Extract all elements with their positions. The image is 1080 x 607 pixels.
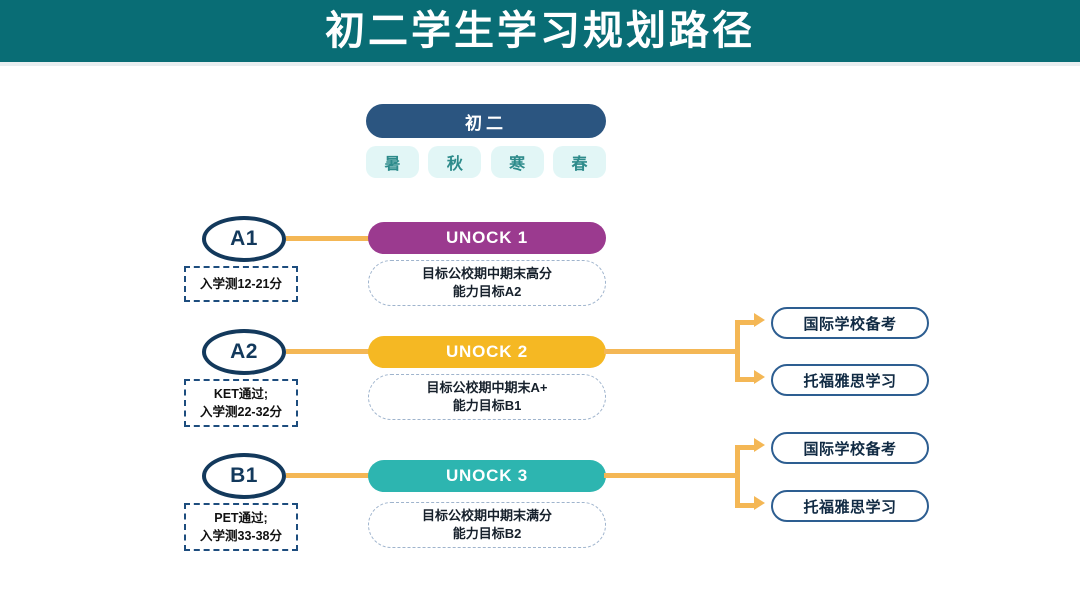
requirement-line: 入学测12-21分 [200,276,282,291]
season-chip-spring: 春 [552,146,606,178]
connector-unock3-branch-bottom [735,503,757,508]
arrow-icon-unock3-top [754,438,765,452]
arrow-icon-unock2-top [754,313,765,327]
season-chip-autumn: 秋 [428,146,482,178]
requirement-box-a2: KET通过; 入学测22-32分 [184,379,298,427]
goal-line-1: 目标公校期中期末高分 [421,266,552,282]
goal-line-1: 目标公校期中期末满分 [421,508,552,524]
arrow-icon-unock2-bottom [754,370,765,384]
season-chip-winter: 寒 [490,146,544,178]
season-row: 暑 秋 寒 春 [366,146,606,178]
requirement-box-a1: 入学测12-21分 [184,266,298,302]
connector-unock2-trunk [604,349,740,354]
requirement-line: KET通过; [213,386,269,401]
outcome-pill-toefl-ielts-a2[interactable]: 托福雅思学习 [771,364,929,396]
connector-unock3-branch-top [735,445,757,450]
outcome-pill-intl-school-b1[interactable]: 国际学校备考 [771,432,929,464]
goal-line-2: 能力目标A2 [452,284,522,299]
course-pill-unock-1[interactable]: UNOCK 1 [368,222,606,254]
level-badge-b1: B1 [202,453,286,499]
connector-b1-to-unock3 [286,473,370,478]
connector-unock3-trunk [604,473,740,478]
season-chip-summer: 暑 [366,146,419,178]
level-badge-a1: A1 [202,216,286,262]
requirement-line: 入学测33-38分 [200,529,282,543]
outcome-pill-intl-school-a2[interactable]: 国际学校备考 [771,307,929,339]
requirement-line: PET通过; [214,510,268,525]
header-bar [0,0,1080,62]
connector-unock3-riser [735,445,740,503]
header-divider [0,62,1080,66]
goal-line-2: 能力目标B2 [452,526,522,541]
goal-box-unock-2: 目标公校期中期末A+ 能力目标B1 [368,374,606,420]
outcome-pill-toefl-ielts-b1[interactable]: 托福雅思学习 [771,490,929,522]
level-badge-a2: A2 [202,329,286,375]
connector-a2-to-unock2 [286,349,370,354]
connector-unock2-riser [735,320,740,377]
course-pill-unock-3[interactable]: UNOCK 3 [368,460,606,492]
goal-box-unock-3: 目标公校期中期末满分 能力目标B2 [368,502,606,548]
course-pill-unock-2[interactable]: UNOCK 2 [368,336,606,368]
arrow-icon-unock3-bottom [754,496,765,510]
requirement-box-b1: PET通过; 入学测33-38分 [184,503,298,551]
page-title: 初二学生学习规划路径 [325,9,755,53]
connector-a1-to-unock1 [286,236,370,241]
connector-unock2-branch-top [735,320,757,325]
goal-line-2: 能力目标B1 [452,398,522,413]
grade-pill: 初二 [366,104,606,138]
requirement-line: 入学测22-32分 [200,405,282,419]
connector-unock2-branch-bottom [735,377,757,382]
goal-box-unock-1: 目标公校期中期末高分 能力目标A2 [368,260,606,306]
goal-line-1: 目标公校期中期末A+ [426,380,548,396]
